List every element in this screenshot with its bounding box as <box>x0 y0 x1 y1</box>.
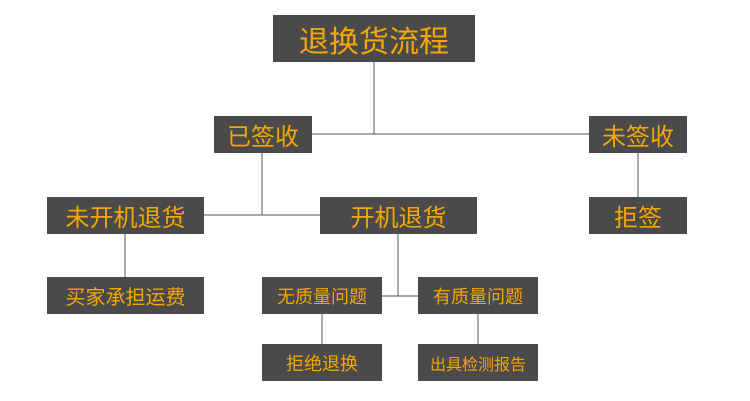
opened-return-node: 开机退货 <box>320 197 477 234</box>
no-quality-issue-node: 无质量问题 <box>262 277 382 314</box>
refuse-sign-node: 拒签 <box>589 197 687 234</box>
signed-node: 已签收 <box>214 116 312 153</box>
flowchart-title-node: 退换货流程 <box>273 15 475 62</box>
issue-test-report-node: 出具检测报告 <box>418 344 538 381</box>
buyer-pays-shipping-node: 买家承担运费 <box>47 277 204 314</box>
refuse-return-node: 拒绝退换 <box>262 344 382 381</box>
unopened-return-node: 未开机退货 <box>47 197 204 234</box>
quality-issue-node: 有质量问题 <box>418 277 538 314</box>
unsigned-node: 未签收 <box>589 116 687 153</box>
